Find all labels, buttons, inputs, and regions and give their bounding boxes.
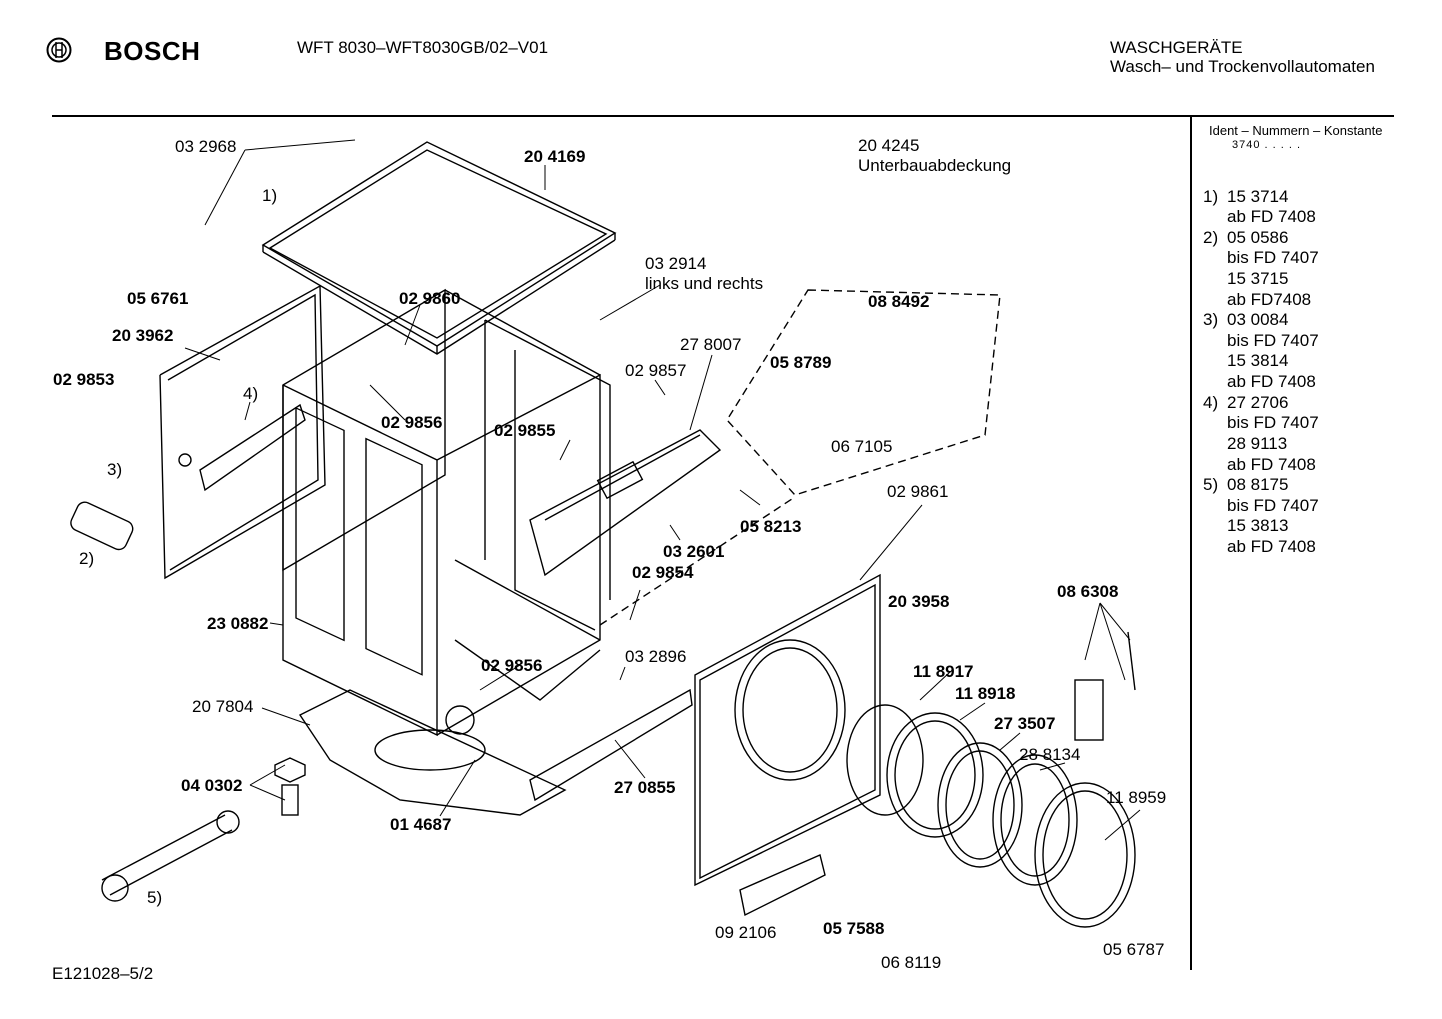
note-3-line: ab FD 7408 <box>1227 372 1316 391</box>
part-label: 11 8918 <box>955 684 1016 703</box>
part-label: 08 6308 <box>1057 582 1119 601</box>
part-label: 06 7105 <box>831 437 893 456</box>
note-2: 2)05 0586 <box>1203 228 1289 247</box>
part-label: 03 2914 <box>645 254 707 273</box>
front-panel <box>694 573 881 887</box>
model-number: WFT 8030–WFT8030GB/02–V01 <box>297 38 549 57</box>
part-label: 11 8959 <box>1106 788 1167 807</box>
part-label: 20 4245 <box>858 136 920 155</box>
part-label: 02 9860 <box>399 289 461 308</box>
note-2-line: bis FD 7407 <box>1227 248 1319 267</box>
note-ref: 3) <box>107 460 123 479</box>
part-label: 02 9853 <box>53 370 115 389</box>
part-label: 03 2968 <box>175 137 237 156</box>
part-label: 09 2106 <box>715 923 777 942</box>
door-assembly <box>846 704 1136 928</box>
brand-name: BOSCH <box>104 36 201 66</box>
note-5-line: 15 3813 <box>1227 516 1289 535</box>
part-label: 06 8119 <box>881 953 942 972</box>
bosch-logo-icon <box>46 37 72 63</box>
part-label: 05 7588 <box>823 919 885 938</box>
note-3-line: bis FD 7407 <box>1227 331 1319 350</box>
sidebar-constant: 3740 . . . . . <box>1232 139 1302 151</box>
door-handle <box>739 854 826 917</box>
sidebar-title: Ident – Nummern – Konstante <box>1209 123 1383 138</box>
category-title: WASCHGERÄTE <box>1110 38 1243 57</box>
part-label: 03 2601 <box>663 542 725 561</box>
drawing-code: E121028–5/2 <box>52 964 154 983</box>
part-label: 05 6787 <box>1103 940 1165 959</box>
bottom-rail <box>529 688 693 802</box>
part-label: 20 3958 <box>888 592 950 611</box>
part-caption: Unterbauabdeckung <box>858 156 1012 175</box>
note-1: 1)15 3714 <box>1203 187 1289 206</box>
part-label: 02 9854 <box>632 563 694 582</box>
hinge-icon <box>1074 679 1104 741</box>
part-label: 27 8007 <box>680 335 742 354</box>
leader-lines <box>184 139 1141 841</box>
note-5-line: ab FD 7408 <box>1227 537 1316 556</box>
note-3-line: 15 3814 <box>1227 351 1289 370</box>
note-ref: 1) <box>262 186 278 205</box>
part-label: 08 8492 <box>868 292 930 311</box>
part-label: 27 0855 <box>614 778 676 797</box>
part-label: 05 6761 <box>127 289 189 308</box>
part-label: 23 0882 <box>207 614 269 633</box>
note-4-line: bis FD 7407 <box>1227 413 1319 432</box>
wrench-icon <box>101 810 240 902</box>
part-label: 05 8789 <box>770 353 832 372</box>
part-label: 28 8134 <box>1019 745 1081 764</box>
cabinet-frame <box>282 288 611 737</box>
part-caption: links und rechts <box>645 274 764 293</box>
note-ref: 2) <box>79 549 95 568</box>
part-label: 02 9857 <box>625 361 687 380</box>
part-label: 02 9856 <box>381 413 443 432</box>
note-ref: 5) <box>147 888 163 907</box>
part-label: 02 9856 <box>481 656 543 675</box>
base-plate <box>298 689 567 816</box>
note-5: 5)08 8175 <box>1203 475 1289 494</box>
side-panel <box>159 284 326 580</box>
note-4-line: ab FD 7408 <box>1227 455 1316 474</box>
note-4-line: 28 9113 <box>1227 434 1288 453</box>
note-ref: 4) <box>243 384 259 403</box>
note-5-line: bis FD 7407 <box>1227 496 1319 515</box>
note-3: 3)03 0084 <box>1203 310 1289 329</box>
part-label: 02 9861 <box>887 482 949 501</box>
part-label: 20 4169 <box>524 147 586 166</box>
part-label: 20 7804 <box>192 697 254 716</box>
top-lid <box>261 141 617 355</box>
filter-icon <box>70 501 134 551</box>
header-rule <box>52 115 1394 117</box>
part-label: 01 4687 <box>390 815 452 834</box>
control-panel <box>529 429 722 577</box>
part-label: 27 3507 <box>994 714 1056 733</box>
note-1-line: ab FD 7408 <box>1227 207 1316 226</box>
category-subtitle: Wasch– und Trockenvollautomaten <box>1110 57 1375 76</box>
note-2-line: 15 3715 <box>1227 269 1289 288</box>
part-label: 11 8917 <box>913 662 974 681</box>
part-label: 20 3962 <box>112 326 174 345</box>
part-label: 03 2896 <box>625 647 687 666</box>
note-2-line: ab FD7408 <box>1227 290 1312 309</box>
part-label: 05 8213 <box>740 517 802 536</box>
part-label: 02 9855 <box>494 421 556 440</box>
bolt-icon <box>274 757 306 816</box>
part-label: 04 0302 <box>181 776 243 795</box>
note-4: 4)27 2706 <box>1203 393 1289 412</box>
detail-zone <box>726 289 1001 496</box>
sidebar-divider <box>1190 117 1192 970</box>
